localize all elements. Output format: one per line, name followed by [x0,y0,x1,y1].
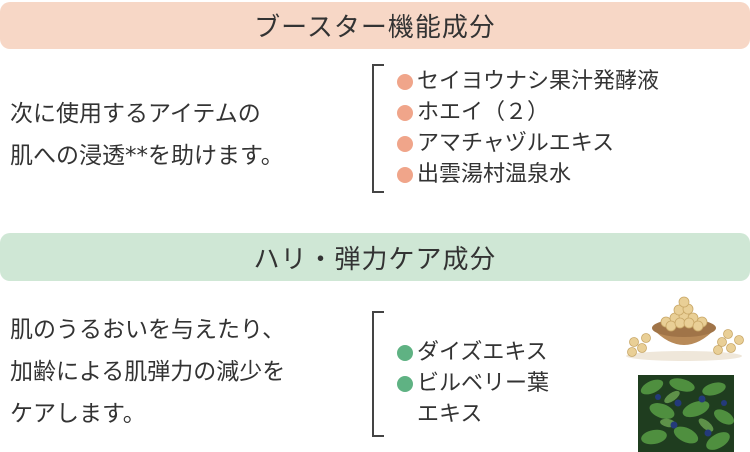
bullet-dot-icon [397,376,413,392]
firming-section-header: ハリ・弾力ケア成分 [0,233,750,281]
booster-bracket [372,64,384,193]
bilberry-plant-photo [638,375,734,452]
ingredient-name: ビルベリー葉 エキス [417,371,550,427]
ingredient-item: ダイズエキス [397,337,549,368]
ingredient-item: アマチャヅルエキス [397,128,659,159]
firming-section-title: ハリ・弾力ケア成分 [253,244,497,275]
firming-description-line: ケアします。 [10,401,146,427]
firming-ingredient-list: ダイズエキス ビルベリー葉 エキス [397,337,549,430]
ingredient-item: 出雲湯村温泉水 [397,159,659,190]
booster-section-header: ブースター機能成分 [0,2,750,49]
booster-description-line: 次に使用するアイテムの [10,101,261,127]
ingredient-name: アマチャヅルエキス [417,131,615,156]
firming-description-line: 肌のうるおいを与えたり、 [10,317,286,343]
bullet-dot-icon [397,105,413,121]
ingredient-item: セイヨウナシ果汁発酵液 [397,66,659,97]
soybean-bowl-photo [622,292,746,362]
ingredient-item: ホエイ（２） [397,97,659,128]
bullet-dot-icon [397,74,413,90]
ingredient-name: ホエイ（２） [417,100,550,125]
ingredient-name: ダイズエキス [417,340,548,365]
soybean-bowl-icon [626,296,744,361]
bullet-dot-icon [397,345,413,361]
bullet-dot-icon [397,167,413,183]
firming-description: 肌のうるおいを与えたり、 加齢による肌弾力の減少を ケアします。 [10,309,285,435]
firming-bracket [372,311,384,437]
booster-ingredient-list: セイヨウナシ果汁発酵液 ホエイ（２） アマチャヅルエキス 出雲湯村温泉水 [397,66,659,190]
ingredient-name: 出雲湯村温泉水 [417,162,572,187]
booster-description-line: 肌への浸透**を助けます。 [10,143,284,169]
booster-description: 次に使用するアイテムの 肌への浸透**を助けます。 [10,93,284,177]
ingredient-item: ビルベリー葉 エキス [397,368,549,430]
booster-section-title: ブースター機能成分 [254,13,496,43]
bullet-dot-icon [397,136,413,152]
firming-description-line: 加齢による肌弾力の減少を [10,359,286,385]
ingredient-name: セイヨウナシ果汁発酵液 [417,69,660,94]
bilberry-leaves-icon [638,375,734,452]
